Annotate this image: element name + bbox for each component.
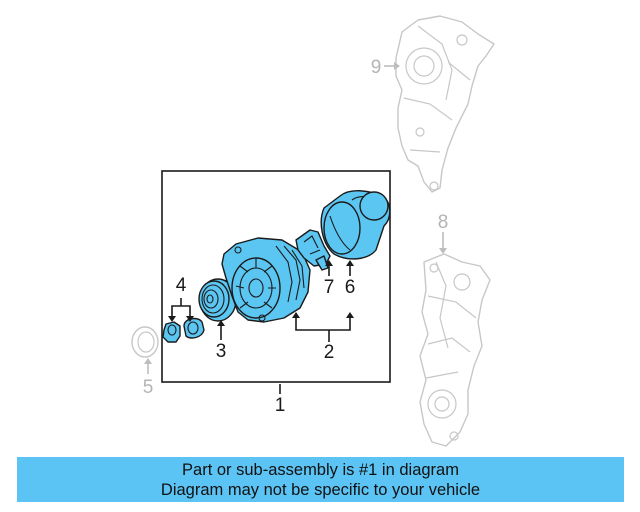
callout-7: 7: [324, 277, 335, 298]
callout-8: 8: [438, 212, 449, 233]
callout-1: 1: [275, 395, 286, 416]
banner-line-part-number: Part or sub-assembly is #1 in diagram: [182, 460, 459, 479]
alternator-pulley-part[interactable]: [198, 278, 237, 322]
info-banner: Part or sub-assembly is #1 in diagram Di…: [17, 457, 624, 502]
alternator-body-part[interactable]: [221, 237, 311, 323]
callout-5: 5: [143, 377, 154, 398]
voltage-regulator-part[interactable]: [295, 229, 331, 271]
engine-bracket-ghost: [419, 253, 491, 447]
info-banner-background: [17, 457, 624, 502]
callout-6: 6: [345, 277, 356, 298]
seal-ring-ghost: [131, 326, 159, 358]
banner-line-disclaimer: Diagram may not be specific to your vehi…: [160, 480, 481, 499]
assembly-frame: [161, 170, 391, 383]
leader-lines: [144, 62, 447, 394]
mounting-bracket-ghost: [395, 15, 495, 193]
pulley-cap-part[interactable]: [183, 317, 205, 339]
pulley-nut-part[interactable]: [162, 321, 181, 343]
callout-2: 2: [324, 342, 335, 363]
callout-4: 4: [176, 275, 187, 296]
callout-9: 9: [371, 57, 382, 78]
callout-3: 3: [216, 341, 227, 362]
rear-cover-part[interactable]: [320, 190, 391, 260]
